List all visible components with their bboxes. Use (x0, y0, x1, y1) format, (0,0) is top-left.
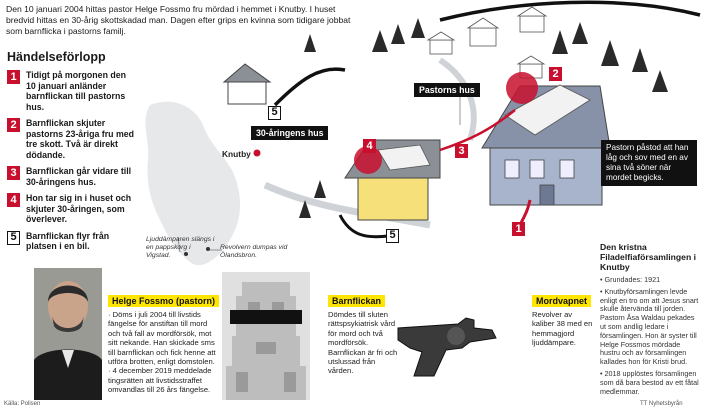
marker-3: 3 (455, 144, 468, 158)
revolver-image (397, 317, 497, 377)
step-number: 4 (7, 193, 20, 207)
step-number: 3 (7, 166, 20, 180)
step-text: Hon tar sig in i huset och skjuter 30-år… (26, 193, 132, 224)
step-text: Tidigt på morgonen den 10 januari anländ… (26, 70, 127, 112)
timeline-step: 3 Barnflickan går vidare till 30-åringen… (7, 166, 137, 187)
marker-5-exit: 5 (386, 229, 399, 243)
nanny-portrait (222, 272, 310, 400)
knutby-dot (253, 149, 261, 157)
sidebar-title: Den kristna Filadelfiaförsamlingen i Knu… (600, 242, 696, 272)
route-arrow (273, 67, 346, 107)
step-text: Barnflickan flyr från platsen i en bil. (26, 230, 110, 252)
road (263, 181, 431, 229)
weapon-description: Revolver av kaliber 38 med en hemmagjord… (532, 310, 593, 348)
marker-5-start: 5 (268, 106, 281, 120)
knutby-label: Knutby (222, 149, 251, 159)
trees (299, 18, 668, 218)
sidebar-item: Knutbyförsamlingen levde enligt en tro o… (600, 287, 699, 367)
marker-1: 1 (512, 222, 525, 236)
nanny-description: Dömdes till sluten rättspsykiatrisk vård… (328, 310, 398, 376)
nanny-photo (222, 272, 310, 400)
house-30-label: 30-åringens hus (251, 126, 329, 140)
source-credit: Källa: Polisen (4, 401, 41, 407)
route-arrow (439, 0, 701, 22)
timeline-step: 4 Hon tar sig in i huset och skjuter 30-… (7, 193, 137, 225)
pastor-name-label: Helge Fossmo (pastorn) (108, 295, 220, 307)
sidebar-list: Grundades: 1921 Knutbyförsamlingen levde… (600, 275, 699, 396)
step-number: 1 (7, 70, 20, 84)
timeline-heading: Händelseförlopp (7, 50, 106, 64)
step-number: 5 (7, 230, 20, 245)
weapon-label: Mordvapnet (532, 295, 592, 307)
pastor-portrait (34, 268, 102, 400)
congregation-sidebar: Den kristna Filadelfiaförsamlingen i Knu… (600, 242, 699, 399)
route-arrow (439, 109, 516, 152)
vigstad-dot (184, 252, 188, 256)
sidebar-item: Grundades: 1921 (600, 275, 699, 285)
step-text: Barnflickan går vidare till 30-åringens … (26, 166, 132, 187)
crime-scene-illustration (145, 0, 701, 266)
step-text: Barnflickan skjuter pastorns 23-åriga fr… (26, 118, 135, 160)
timeline-step: 1 Tidigt på morgonen den 10 januari anlä… (7, 70, 137, 112)
revolver-note: Revolvern dumpas vid Ölandsbron. (220, 244, 288, 259)
leader-line (177, 236, 181, 253)
agency-credit: TT Nyhetsbyrån (640, 401, 683, 407)
timeline-steps: 1 Tidigt på morgonen den 10 januari anlä… (7, 70, 137, 258)
timeline-step: 2 Barnflickan skjuter pastorns 23-åriga … (7, 118, 137, 160)
privacy-bar (230, 310, 302, 324)
background-houses (426, 6, 548, 79)
timeline-step: 5 Barnflickan flyr från platsen i en bil… (7, 230, 137, 252)
pastor-alibi-note: Pastorn påstod att han låg och sov med e… (601, 140, 697, 186)
sidebar-item: 2018 upplöstes församlingen som då bara … (600, 369, 699, 396)
silencer-note: Ljuddämparen slängs i en pappskorg i Vig… (146, 236, 215, 259)
road (438, 57, 477, 141)
marker-4: 4 (363, 139, 376, 153)
marker-2: 2 (549, 67, 562, 81)
step-number: 2 (7, 118, 20, 132)
house-30-year-old (344, 139, 441, 221)
pastor-house-label: Pastorns hus (414, 83, 480, 97)
pastor-house (481, 72, 611, 206)
nanny-name-label: Barnflickan (328, 295, 386, 307)
start-house (222, 63, 272, 105)
pastor-photo (34, 268, 102, 400)
sweden-map (145, 101, 241, 266)
intro-text: Den 10 januari 2004 hittas pastor Helge … (6, 4, 351, 36)
pastor-description: · Döms i juli 2004 till livstids fängels… (108, 310, 216, 395)
